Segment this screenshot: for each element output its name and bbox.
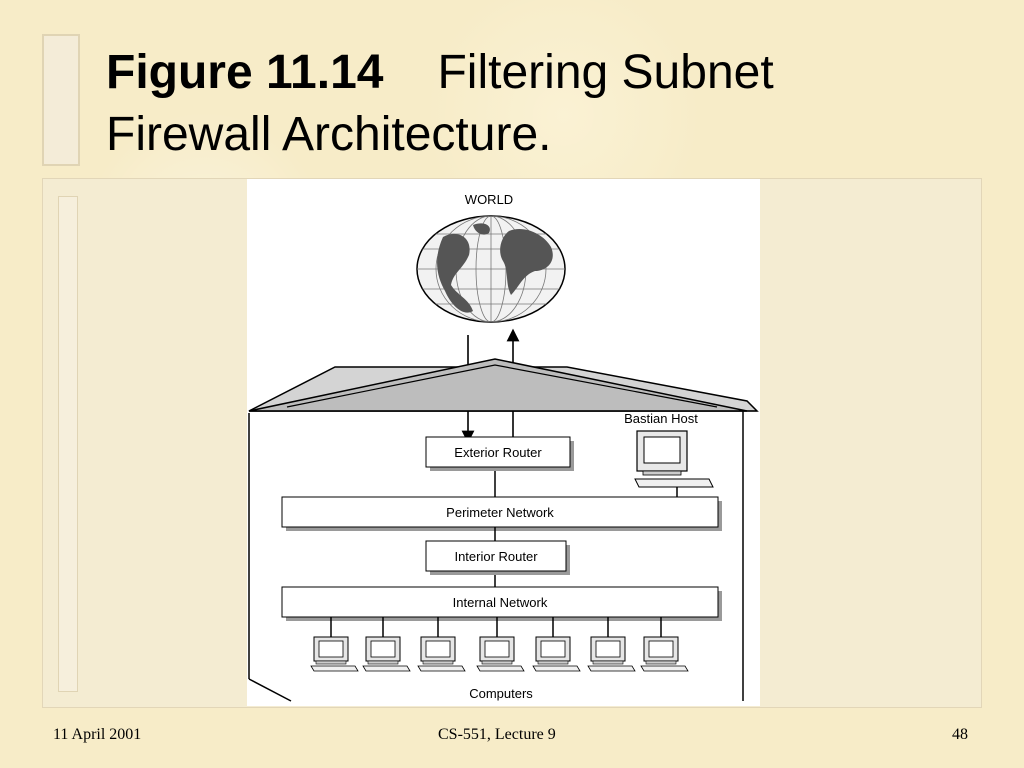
interior-router-box (425, 540, 570, 575)
computer-icon (362, 617, 411, 672)
footer-course: CS-551, Lecture 9 (438, 726, 556, 743)
interior-router-label: Interior Router (454, 549, 538, 564)
slide-title: Figure 11.14 Filtering Subnet Firewall Ar… (106, 42, 986, 166)
computer-icon (417, 617, 466, 672)
exterior-router-box (425, 436, 574, 471)
world-label: WORLD (465, 192, 513, 207)
content-accent-bar (58, 196, 78, 692)
computer-icon (640, 617, 689, 672)
building-roof (248, 358, 759, 412)
bastion-host-computer-icon (634, 430, 714, 488)
footer-page-number: 48 (952, 726, 968, 743)
perimeter-network-label: Perimeter Network (446, 505, 554, 520)
computer-icon (476, 617, 525, 672)
bastion-host-label: Bastian Host (624, 411, 698, 426)
perimeter-network-bar (281, 496, 722, 531)
caption-line-2: Firewall Architecture. (106, 108, 552, 161)
building-wall (248, 411, 744, 702)
caption-line-1: Filtering Subnet (437, 46, 774, 99)
internal-network-label: Internal Network (453, 595, 548, 610)
internal-network-bar (281, 586, 722, 621)
computers-label: Computers (469, 686, 533, 701)
figure-number: Figure 11.14 (106, 46, 384, 99)
computer-icon (532, 617, 581, 672)
globe-icon (416, 215, 566, 323)
computer-icon (310, 617, 359, 672)
computer-row (310, 617, 689, 672)
exterior-router-label: Exterior Router (454, 445, 542, 460)
title-accent-bar (42, 34, 80, 166)
footer-date: 11 April 2001 (53, 726, 142, 743)
firewall-diagram: WORLD Bastian Host (247, 179, 760, 706)
computer-icon (587, 617, 636, 672)
